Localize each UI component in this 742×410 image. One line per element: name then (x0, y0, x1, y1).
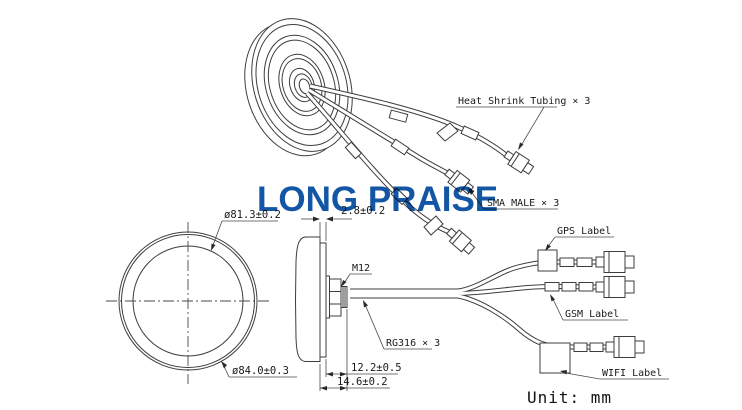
cable-assembly: GPS Label GSM Label WIFI Label (350, 226, 669, 380)
outer-diameter-label: ø84.0±0.3 (232, 365, 289, 377)
iso-cable-tag-c (423, 215, 444, 236)
lip-dim-label: 2.8±0.2 (341, 205, 385, 217)
iso-puck-rings (244, 18, 353, 157)
callout-wifi: WIFI Label (560, 368, 669, 380)
callout-gsm: GSM Label (550, 294, 628, 321)
stud-dim-label: 12.2±0.5 (351, 362, 402, 374)
stud-total-dim-label: 14.6±0.2 (337, 376, 388, 388)
callout-rg316: RG316 × 3 (363, 300, 440, 350)
sma-connector-wifi (605, 336, 645, 358)
callout-m12: M12 (341, 263, 372, 287)
callout-outer-diameter: ø84.0±0.3 (221, 361, 297, 378)
dim-stud: 12.2±0.5 14.6±0.2 (319, 309, 402, 391)
m12-label: M12 (352, 263, 370, 274)
sma-connector-gsm (595, 276, 635, 298)
wifi-tag-label: WIFI Label (602, 368, 662, 379)
callout-gps: GPS Label (545, 226, 614, 251)
iso-cable-tag-a (436, 122, 459, 142)
iso-view: Heat Shrink Tubing × 3 SMA MALE × 3 (244, 18, 590, 255)
brand-watermark: LONG PRAISE (257, 180, 499, 219)
dim-lip: 2.8±0.2 (301, 205, 385, 241)
callout-heat-shrink: Heat Shrink Tubing × 3 (456, 96, 590, 150)
sma-connector-iso-3 (445, 227, 476, 255)
iso-cables (305, 83, 508, 236)
sma-connector-iso-2 (444, 168, 475, 195)
sma-connector-gps (595, 251, 635, 273)
gps-tag-box (537, 249, 558, 272)
callout-inner-diameter: ø81.3±0.2 (211, 209, 281, 251)
mount-stud (325, 275, 348, 319)
unit-note: Unit: mm (527, 388, 613, 407)
rg316-label: RG316 × 3 (386, 338, 440, 349)
base-plate (319, 242, 327, 358)
heat-shrink-label: Heat Shrink Tubing × 3 (458, 96, 590, 107)
inner-diameter-label: ø81.3±0.2 (224, 209, 281, 221)
side-view: 2.8±0.2 M12 RG316 × 3 (294, 205, 440, 391)
sma-male-label: SMA MALE × 3 (487, 198, 559, 209)
callout-sma-male: SMA MALE × 3 (468, 188, 559, 210)
wifi-tag-box (539, 342, 571, 374)
gps-tag-label: GPS Label (557, 226, 611, 237)
sma-connector-iso-1 (503, 150, 535, 175)
gsm-tag-label: GSM Label (565, 309, 619, 320)
top-view: ø81.3±0.2 ø84.0±0.3 (106, 209, 297, 384)
side-body (294, 236, 321, 362)
